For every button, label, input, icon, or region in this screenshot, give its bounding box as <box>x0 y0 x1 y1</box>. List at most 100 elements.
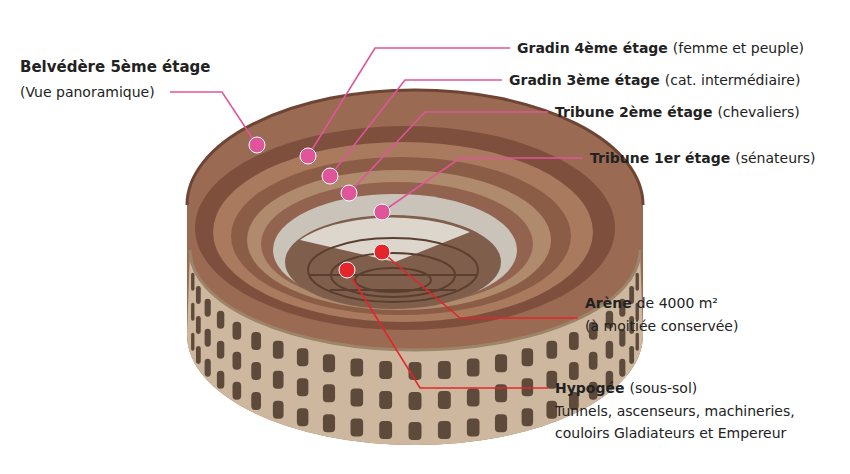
part-name: Gradin 4ème étage <box>517 39 668 57</box>
arch <box>273 371 284 389</box>
arch <box>196 316 201 334</box>
part-name: Tribune 2ème étage <box>555 103 712 121</box>
arch <box>191 303 194 321</box>
arch <box>205 359 211 377</box>
arch <box>251 332 261 350</box>
arch <box>297 348 309 366</box>
part-description: (chevaliers) <box>717 103 799 121</box>
hypogeum-walls <box>308 238 478 302</box>
arch <box>191 333 194 351</box>
arch <box>546 341 557 359</box>
arch <box>379 361 392 379</box>
marker-dots-red <box>339 244 390 278</box>
callout-text: Belvédère 5ème étage <box>20 58 210 76</box>
arch <box>619 359 625 377</box>
part-name: Belvédère 5ème étage <box>20 58 210 76</box>
arch <box>467 388 480 406</box>
callout-text: (Vue panoramique) <box>20 83 155 101</box>
part-name: Hypogée <box>555 379 625 397</box>
part-name: Arène <box>585 294 632 312</box>
part-description: Tunnels, ascenseurs, machineries, couloi… <box>555 403 795 441</box>
leader-line <box>382 158 583 212</box>
arch <box>323 354 335 372</box>
part-description: (femme et peuple) <box>673 39 804 57</box>
arch <box>196 286 201 304</box>
marker-dot <box>322 168 338 184</box>
arch <box>323 414 335 432</box>
leader-line <box>170 92 257 145</box>
callout-text: Tribune 2ème étage (chevaliers) <box>555 103 800 121</box>
tier-2 <box>247 170 551 310</box>
arch <box>233 382 242 400</box>
arch <box>217 371 224 389</box>
marker-dots <box>249 137 390 220</box>
marker-dot <box>341 185 357 201</box>
arch <box>629 346 634 364</box>
arch <box>495 414 507 432</box>
tier-5 <box>195 126 615 330</box>
leader-line <box>382 252 578 318</box>
arch <box>379 391 392 409</box>
marker-dot <box>339 262 355 278</box>
arch <box>636 333 639 351</box>
tier-3 <box>231 157 571 315</box>
arch <box>467 418 480 436</box>
arch <box>196 346 201 364</box>
part-description: (Vue panoramique) <box>20 83 155 101</box>
arch <box>569 362 579 380</box>
leader-line <box>308 48 510 156</box>
arch <box>297 378 309 396</box>
marker-dot <box>374 204 390 220</box>
arch <box>606 341 613 359</box>
part-description: (cat. intermédiaire) <box>665 71 801 89</box>
arch <box>323 384 335 402</box>
callout-text: (à moitiée conservée) <box>585 317 738 335</box>
arch <box>569 332 579 350</box>
callout-text: Gradin 3ème étage (cat. intermédiaire) <box>509 71 800 89</box>
marker-dot <box>249 137 265 153</box>
arch <box>438 391 451 409</box>
arch <box>495 384 507 402</box>
arch <box>467 358 480 376</box>
arch <box>233 322 242 340</box>
part-description: (sous-sol) <box>630 379 698 397</box>
arch <box>409 392 422 410</box>
arch <box>409 422 422 440</box>
arch <box>217 341 224 359</box>
part-name: Tribune 1er étage <box>590 149 730 167</box>
arch <box>351 418 364 436</box>
arch <box>273 401 284 419</box>
arch <box>297 408 309 426</box>
tier-4 <box>213 142 593 322</box>
arch <box>273 341 284 359</box>
part-name: Gradin 3ème étage <box>509 71 660 89</box>
callout-text: Arènede 4000 m² <box>585 294 718 312</box>
marker-dot <box>300 148 316 164</box>
callout-text: Hypogée (sous-sol) <box>555 379 697 397</box>
arch <box>251 362 261 380</box>
leader-line <box>330 80 502 176</box>
arch <box>205 299 211 317</box>
arch <box>379 421 392 439</box>
arch <box>522 348 534 366</box>
arch <box>191 273 194 291</box>
arch <box>233 352 242 370</box>
arch <box>636 273 639 291</box>
callout-text: Gradin 4ème étage (femme et peuple) <box>517 39 804 57</box>
arch <box>438 361 451 379</box>
arch <box>217 311 224 329</box>
part-description: (sénateurs) <box>735 149 815 167</box>
marker-dot <box>374 244 390 260</box>
arch <box>351 388 364 406</box>
arch <box>495 354 507 372</box>
callout-text: Tribune 1er étage (sénateurs) <box>590 149 816 167</box>
arch <box>351 358 364 376</box>
arch <box>438 421 451 439</box>
arch <box>589 352 598 370</box>
part-description: (à moitiée conservée) <box>585 317 738 335</box>
leader-lines-red <box>347 252 578 388</box>
leader-line <box>349 112 548 193</box>
arch <box>251 392 261 410</box>
arch <box>205 329 211 347</box>
outer-wall <box>187 90 643 445</box>
